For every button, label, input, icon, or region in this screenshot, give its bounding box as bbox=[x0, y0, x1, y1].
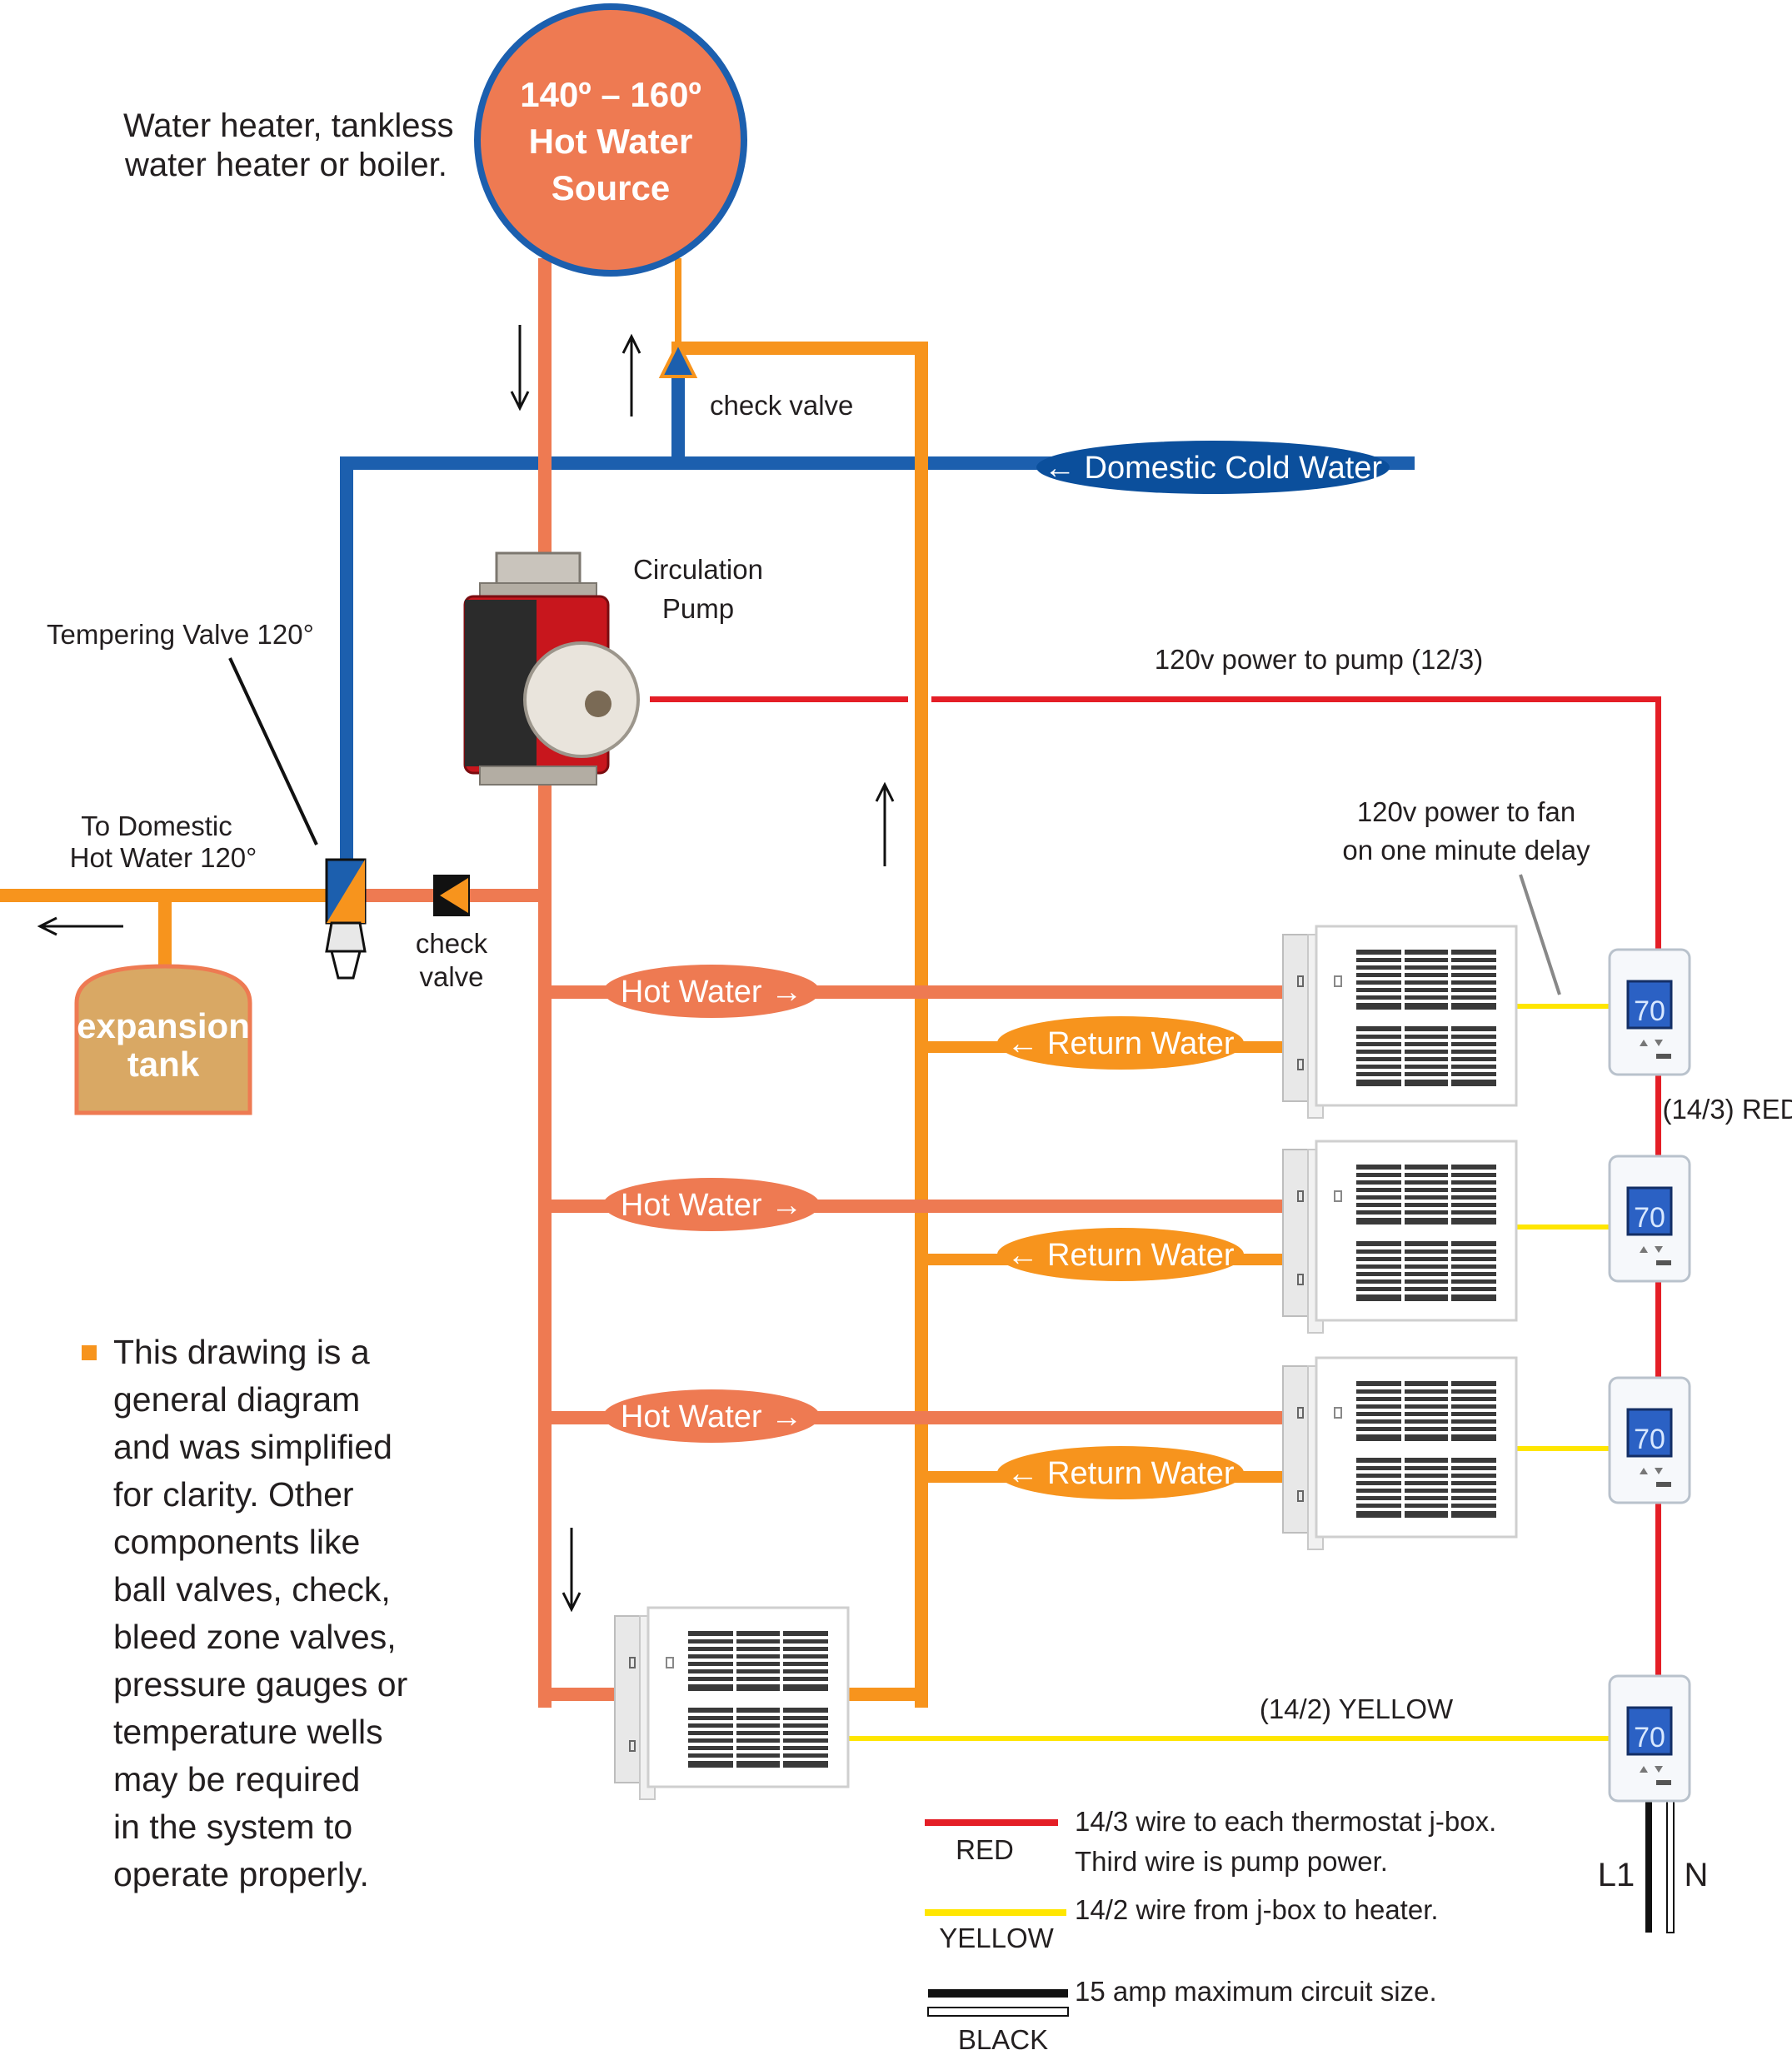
check-valve-left-label-2: valve bbox=[419, 961, 483, 992]
flow-arrow-down-icon bbox=[510, 325, 530, 412]
note-line: bleed zone valves, bbox=[113, 1618, 397, 1656]
source-caption-1: Water heater, tankless bbox=[123, 107, 453, 144]
thermostat-display: 70 bbox=[1634, 1424, 1665, 1455]
domestic-cold-water-label: ← Domestic Cold Water bbox=[1044, 451, 1382, 486]
thermostat-display: 70 bbox=[1634, 1722, 1665, 1753]
legend-red-swatch bbox=[925, 1819, 1058, 1826]
tempered-water-pipe bbox=[0, 889, 350, 970]
tempering-valve-icon bbox=[325, 858, 367, 980]
legend-yellow-label: YELLOW bbox=[939, 1923, 1054, 1953]
expansion-tank-label-2: tank bbox=[127, 1045, 200, 1084]
note-line: for clarity. Other bbox=[113, 1475, 354, 1514]
hot-water-label: Hot Water → bbox=[621, 1399, 802, 1434]
check-valve-top-label: check valve bbox=[710, 390, 853, 421]
fan-power-label-2: on one minute delay bbox=[1342, 835, 1590, 865]
legend-black-swatch bbox=[928, 1989, 1068, 1998]
source-caption-2: water heater or boiler. bbox=[124, 147, 447, 183]
note-bullet-icon bbox=[82, 1345, 97, 1360]
thermostat-4: 70 bbox=[1608, 1674, 1691, 1803]
source-label-2: Source bbox=[552, 168, 670, 207]
return-water-pill: ← Return Water bbox=[997, 1016, 1244, 1070]
l1-label: L1 bbox=[1598, 1857, 1635, 1893]
to-domestic-label-1: To Domestic bbox=[81, 811, 232, 841]
domestic-cold-water-pill: ← Domestic Cold Water bbox=[1036, 441, 1390, 494]
legend-white-swatch bbox=[927, 2007, 1069, 2017]
hot-water-label: Hot Water → bbox=[621, 1188, 802, 1223]
hot-water-pill: Hot Water → bbox=[603, 965, 820, 1018]
wall-heater-1 bbox=[1281, 925, 1518, 1120]
wall-heater-2 bbox=[1281, 1140, 1518, 1334]
circulation-pump-icon bbox=[463, 551, 640, 786]
hot-water-pill: Hot Water → bbox=[603, 1178, 820, 1231]
tempering-valve-leader bbox=[228, 657, 318, 845]
note-line: operate properly. bbox=[113, 1855, 369, 1893]
note-block: This drawing is a general diagram and wa… bbox=[113, 1333, 407, 1893]
legend-red-desc-1: 14/3 wire to each thermostat j-box. bbox=[1075, 1806, 1496, 1837]
hot-water-pill: Hot Water → bbox=[603, 1389, 820, 1443]
source-label-1: Hot Water bbox=[529, 122, 693, 161]
check-valve-top-icon bbox=[658, 339, 698, 378]
legend-black-label: BLACK bbox=[958, 2024, 1048, 2055]
return-water-pill: ← Return Water bbox=[997, 1228, 1244, 1281]
thermostat-display: 70 bbox=[1634, 995, 1665, 1027]
circulation-pump-label-2: Pump bbox=[662, 593, 734, 624]
wall-heater-3 bbox=[1281, 1356, 1518, 1551]
check-valve-left-icon bbox=[433, 875, 470, 916]
legend-red-label: RED bbox=[956, 1834, 1014, 1865]
flow-arrow-up-return-icon bbox=[875, 781, 895, 866]
thermostat-2: 70 bbox=[1608, 1155, 1691, 1283]
circulation-pump-label-1: Circulation bbox=[633, 554, 763, 585]
note-line: components like bbox=[113, 1523, 360, 1561]
pump-power-label: 120v power to pump (12/3) bbox=[1155, 644, 1483, 675]
return-water-label: ← Return Water bbox=[1006, 1026, 1234, 1061]
fan-power-label-1: 120v power to fan bbox=[1357, 796, 1575, 827]
check-valve-left-label-1: check bbox=[416, 928, 488, 959]
thermostat-1: 70 bbox=[1608, 948, 1691, 1076]
expansion-tank-label-1: expansion bbox=[77, 1006, 250, 1045]
yellow-wire bbox=[841, 1004, 1616, 1741]
flow-arrow-down-supply-icon bbox=[562, 1528, 582, 1613]
hot-water-source: 140º – 160º Hot Water Source bbox=[474, 3, 747, 277]
source-temp: 140º – 160º bbox=[520, 75, 701, 114]
legend-yellow-desc: 14/2 wire from j-box to heater. bbox=[1075, 1894, 1439, 1925]
note-line: pressure gauges or bbox=[113, 1665, 407, 1703]
red-wire-gauge-label: (14/3) RED bbox=[1662, 1094, 1792, 1125]
hot-water-label: Hot Water → bbox=[621, 975, 802, 1010]
note-line: temperature wells bbox=[113, 1713, 383, 1751]
wall-heater-4 bbox=[613, 1606, 850, 1801]
note-line: ball valves, check, bbox=[113, 1570, 391, 1609]
flow-arrow-up-icon bbox=[621, 333, 641, 416]
n-label: N bbox=[1685, 1857, 1709, 1893]
line-wires bbox=[1645, 1798, 1675, 1933]
note-line: may be required bbox=[113, 1760, 360, 1798]
return-water-label: ← Return Water bbox=[1006, 1238, 1234, 1273]
wire-legend: RED 14/3 wire to each thermostat j-box. … bbox=[925, 1806, 1496, 2055]
return-water-label: ← Return Water bbox=[1006, 1456, 1234, 1491]
legend-black-desc: 15 amp maximum circuit size. bbox=[1075, 1976, 1437, 2007]
expansion-tank-icon: expansion tank bbox=[74, 964, 252, 1115]
flow-arrow-left-icon bbox=[37, 916, 123, 936]
thermostat-3: 70 bbox=[1608, 1376, 1691, 1504]
legend-red-desc-2: Third wire is pump power. bbox=[1075, 1846, 1388, 1877]
legend-yellow-swatch bbox=[925, 1909, 1066, 1916]
to-domestic-label-2: Hot Water 120° bbox=[70, 842, 257, 873]
return-water-pill: ← Return Water bbox=[997, 1446, 1244, 1499]
yellow-wire-gauge-label: (14/2) YELLOW bbox=[1260, 1693, 1454, 1724]
note-line: general diagram bbox=[113, 1380, 360, 1419]
fan-power-leader bbox=[1519, 874, 1561, 995]
note-line: This drawing is a bbox=[113, 1333, 370, 1371]
thermostat-display: 70 bbox=[1634, 1202, 1665, 1234]
note-line: in the system to bbox=[113, 1808, 352, 1846]
tempering-valve-label: Tempering Valve 120° bbox=[47, 619, 314, 650]
note-line: and was simplified bbox=[113, 1428, 392, 1466]
